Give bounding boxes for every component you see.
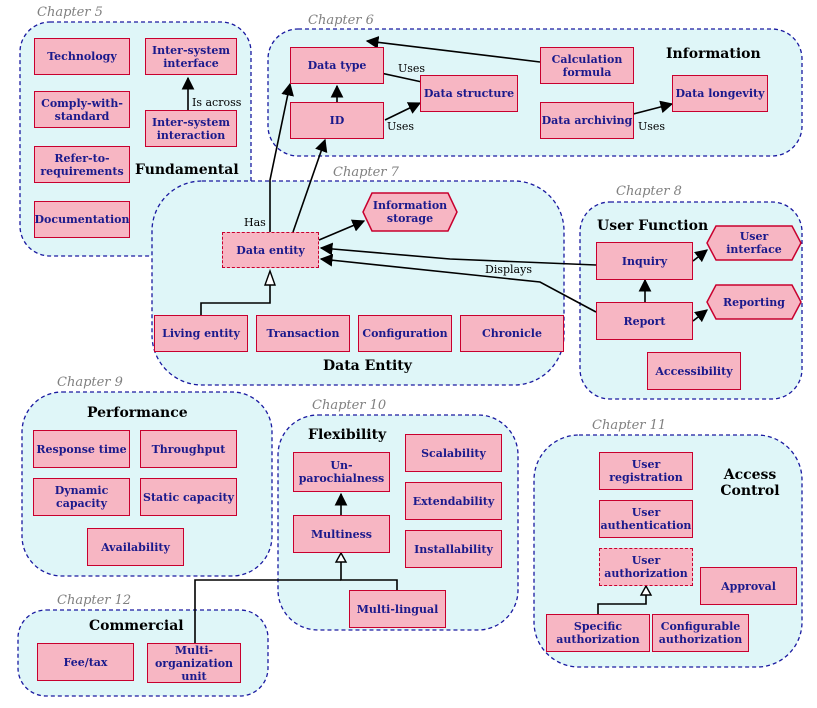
- node-installability: Installability: [405, 530, 502, 568]
- node-inter-system-interaction: Inter-system interaction: [145, 110, 237, 147]
- node-data-type: Data type: [290, 47, 384, 84]
- node-fee-tax: Fee/tax: [37, 643, 134, 681]
- node-approval: Approval: [700, 567, 797, 605]
- node-transaction: Transaction: [256, 315, 350, 352]
- edge-dataentity-to-datatype: [269, 82, 294, 232]
- chapter-10-caption: Chapter 10: [312, 398, 387, 413]
- node-reporting-shape: [706, 284, 802, 320]
- edge-label-uses-id: Uses: [387, 120, 415, 133]
- node-living-entity: Living entity: [154, 315, 248, 352]
- node-multi-lingual: Multi-lingual: [349, 590, 446, 628]
- edge-label-uses-archiving: Uses: [638, 120, 666, 133]
- node-specific-authorization: Specific authorization: [546, 614, 650, 652]
- chapter-5-caption: Chapter 5: [37, 5, 103, 20]
- inherit-authorization-children: [597, 595, 647, 614]
- node-data-structure: Data structure: [420, 75, 518, 112]
- generalization-triangle-authorization: [639, 584, 653, 596]
- edge-report-to-reporting: [692, 309, 709, 323]
- user-function-title: User Function: [597, 218, 709, 234]
- chapter-12-caption: Chapter 12: [57, 593, 132, 608]
- node-inter-system-interface: Inter-system interface: [145, 38, 237, 75]
- node-refer-to-requirements: Refer-to-requirements: [34, 146, 130, 183]
- node-configuration: Configuration: [358, 315, 452, 352]
- chapter-7-caption: Chapter 7: [333, 165, 399, 180]
- node-multi-organization-unit: Multi-organization unit: [147, 643, 241, 683]
- node-accessibility: Accessibility: [647, 352, 741, 390]
- node-report: Report: [596, 302, 693, 340]
- node-chronicle: Chronicle: [460, 315, 564, 352]
- node-user-authentication: User authentication: [599, 500, 693, 538]
- node-static-capacity: Static capacity: [140, 478, 237, 516]
- edge-report-to-dataentity: [319, 253, 597, 313]
- node-comply-with-standard: Comply-with-standard: [34, 91, 130, 128]
- node-response-time: Response time: [33, 430, 130, 468]
- node-technology: Technology: [34, 38, 130, 75]
- chapter-11-caption: Chapter 11: [592, 418, 667, 433]
- edge-label-has: Has: [244, 216, 266, 229]
- node-multiness: Multiness: [293, 515, 390, 553]
- chapter-6-caption: Chapter 6: [308, 13, 374, 28]
- edge-dataentity-to-storage: [318, 219, 366, 241]
- edge-id-to-structure: [384, 102, 422, 121]
- access-control-title: Access Control: [720, 467, 780, 499]
- information-title: Information: [666, 46, 761, 62]
- node-scalability: Scalability: [405, 434, 502, 472]
- edge-inquiry-to-dataentity: [319, 242, 597, 266]
- fundamental-title: Fundamental: [135, 162, 239, 178]
- node-data-entity: Data entity: [222, 232, 319, 268]
- inherit-multiness-multiorg: [194, 579, 341, 643]
- node-user-registration: User registration: [599, 452, 693, 490]
- edge-label-displays: Displays: [485, 263, 532, 276]
- node-user-interface-shape: [706, 225, 802, 261]
- node-availability: Availability: [87, 528, 184, 566]
- node-throughput: Throughput: [140, 430, 237, 468]
- flexibility-title: Flexibility: [308, 427, 387, 443]
- inherit-multiness-children: [340, 562, 398, 590]
- node-id: ID: [290, 102, 384, 139]
- node-inquiry: Inquiry: [596, 242, 693, 280]
- node-documentation: Documentation: [34, 201, 130, 238]
- edge-inquiry-to-uinterface: [692, 249, 709, 263]
- node-reporting: Reporting: [723, 295, 785, 309]
- data-entity-title: Data Entity: [323, 358, 412, 374]
- node-data-archiving: Data archiving: [540, 102, 634, 139]
- node-information-storage-shape: [362, 192, 458, 232]
- performance-title: Performance: [87, 405, 188, 421]
- edge-label-uses-structure: Uses: [398, 62, 426, 75]
- edge-dataentity-to-id: [292, 138, 328, 233]
- node-information-storage: Information storage: [372, 199, 448, 225]
- group-information-region: [267, 28, 803, 157]
- node-configurable-authorization: Configurable authorization: [652, 614, 749, 652]
- node-user-authorization: User authorization: [599, 548, 693, 586]
- node-user-interface: User interface: [726, 230, 782, 256]
- chapter-8-caption: Chapter 8: [616, 184, 682, 199]
- edge-calculation-to-datatype: [365, 36, 541, 63]
- edge-label-is-across: Is across: [192, 96, 242, 109]
- generalization-triangle-dataentity: [264, 268, 276, 286]
- node-data-longevity: Data longevity: [672, 75, 768, 112]
- commercial-title: Commercial: [89, 618, 184, 634]
- generalization-triangle-multiness: [334, 551, 348, 563]
- node-extendability: Extendability: [405, 482, 502, 520]
- node-unparochialness: Un-parochialness: [293, 452, 390, 492]
- chapter-9-caption: Chapter 9: [57, 375, 123, 390]
- node-dynamic-capacity: Dynamic capacity: [33, 478, 130, 516]
- node-calculation-formula: Calculation formula: [540, 47, 634, 84]
- inherit-dataentity-children: [200, 285, 271, 315]
